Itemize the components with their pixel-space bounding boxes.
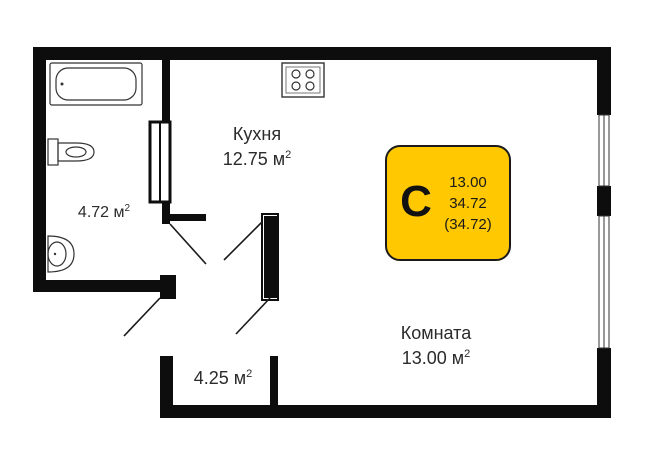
badge-letter: С (400, 177, 432, 226)
badge-total-area: 34.72 (449, 195, 487, 212)
interior-walls (148, 60, 279, 408)
door-swing-icon (123, 221, 271, 337)
outer-walls (33, 47, 611, 418)
badge-total-area-alt: (34.72) (444, 216, 492, 233)
toilet-icon (47, 138, 95, 166)
living-name: Комната (401, 323, 472, 343)
hall-area: 4.25 м2 (194, 368, 253, 388)
living-area: 13.00 м2 (402, 348, 471, 368)
sink-icon (47, 235, 75, 273)
apartment-badge: С 13.00 34.72 (34.72) (385, 145, 511, 261)
window-icon (598, 114, 610, 349)
badge-background (385, 145, 511, 261)
kitchen-area: 12.75 м2 (223, 149, 292, 169)
bathroom-area: 4.72 м2 (78, 203, 131, 221)
stove-icon (281, 62, 325, 98)
badge-living-area: 13.00 (449, 174, 487, 191)
kitchen-name: Кухня (233, 124, 281, 144)
bathtub-icon (49, 62, 143, 106)
